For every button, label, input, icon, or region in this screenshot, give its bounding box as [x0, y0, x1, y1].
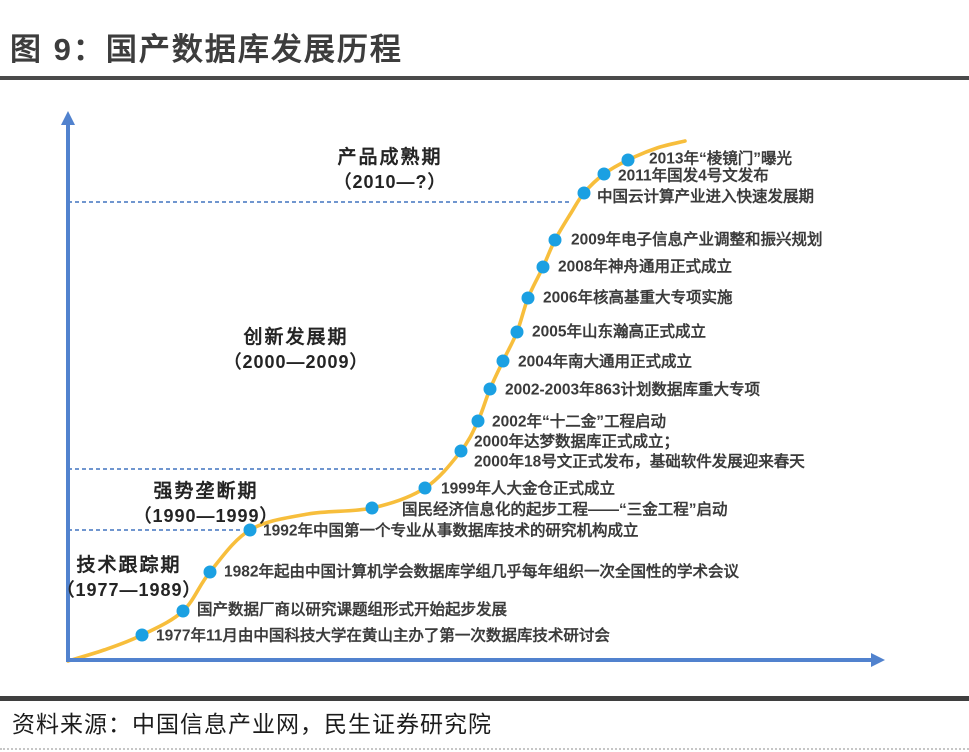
milestone-dot	[454, 444, 468, 458]
milestone-dot	[577, 186, 591, 200]
source-divider	[0, 696, 969, 701]
milestone-dot	[471, 414, 485, 428]
milestone-dot	[203, 565, 217, 579]
milestone-dot	[548, 233, 562, 247]
milestone-dot	[176, 604, 190, 618]
figure-title: 图 9：国产数据库发展历程	[10, 32, 403, 67]
milestone-dot	[483, 382, 497, 396]
milestone-dot	[510, 325, 524, 339]
milestone-dot	[621, 153, 635, 167]
milestone-dot	[521, 291, 535, 305]
milestone-dot	[597, 167, 611, 181]
bottom-border	[0, 748, 969, 750]
development-s-curve	[66, 139, 687, 663]
milestone-dot	[536, 260, 550, 274]
milestone-dot	[496, 354, 510, 368]
milestone-dot	[243, 523, 257, 537]
milestone-dot	[135, 628, 149, 642]
milestone-dot	[365, 501, 379, 515]
source-note: 资料来源：中国信息产业网，民生证券研究院	[12, 711, 492, 737]
milestone-dot	[418, 481, 432, 495]
title-divider	[0, 76, 969, 80]
x-axis-arrowhead-icon	[871, 653, 885, 667]
y-axis-arrowhead-icon	[61, 111, 75, 125]
